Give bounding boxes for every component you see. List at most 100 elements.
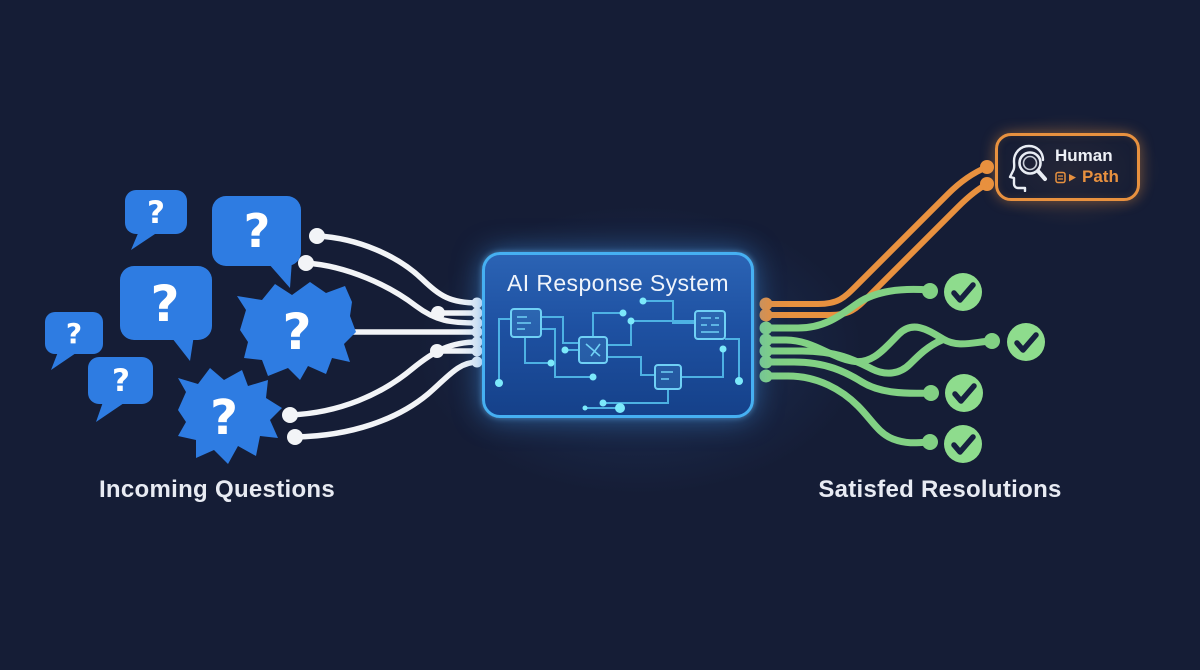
resolved-line-2	[762, 323, 995, 366]
checkmark-badges	[944, 273, 1045, 463]
ai-box-title: AI Response System	[507, 270, 729, 296]
circuit-trace	[541, 328, 593, 378]
connector-dot	[471, 345, 483, 357]
incoming-line-5	[287, 339, 481, 418]
circuit-trace	[607, 356, 655, 376]
bubble-body	[45, 312, 103, 354]
bubble-body	[212, 196, 301, 266]
circuit-trace	[592, 312, 623, 337]
connector-dot	[980, 160, 994, 174]
bubble-tail	[268, 260, 292, 288]
connector-dot	[759, 344, 773, 358]
circuit-board-graphic	[495, 297, 743, 413]
bubble-tail	[172, 335, 194, 361]
circuit-trace	[541, 316, 579, 344]
question-bubble-5: ?	[45, 312, 103, 370]
check-circle	[1007, 323, 1045, 361]
connector-dot	[759, 321, 773, 335]
connector-dot	[431, 306, 445, 320]
glyph-triangle	[1069, 173, 1076, 182]
connector-dot	[759, 308, 773, 322]
bubble-tail	[51, 352, 76, 370]
incoming-questions-label: Incoming Questions	[98, 476, 336, 503]
connector-dot	[287, 429, 303, 445]
bubble-body	[120, 266, 212, 340]
connector-dot	[922, 434, 938, 450]
circuit-trace	[643, 300, 695, 324]
connector-dot	[471, 297, 483, 309]
check-badge-2	[1007, 323, 1045, 361]
head-outline	[1008, 144, 1045, 192]
satisfied-resolutions-label: Satisfed Resolutions	[818, 476, 1062, 503]
circuit-traces	[498, 300, 740, 409]
circuit-node	[639, 297, 647, 305]
bubble-body	[178, 368, 282, 464]
check-badge-4	[944, 425, 982, 463]
human-label-line2-text: Path	[1082, 167, 1119, 186]
connector-dot	[471, 326, 483, 338]
check-circle	[945, 374, 983, 412]
check-circle	[944, 425, 982, 463]
question-bubbles: ? ? ? ? ?	[45, 190, 356, 464]
escalation-line-dots	[759, 160, 994, 322]
incoming-line-7	[292, 359, 481, 440]
connector-dot	[309, 228, 325, 244]
human-path-box: Human Path	[995, 133, 1140, 201]
chip-icon	[654, 364, 682, 390]
circuit-node	[719, 345, 727, 353]
question-bubble-4-jagged: ?	[237, 282, 356, 380]
resolved-lines	[762, 285, 995, 447]
resolved-line-5	[762, 372, 933, 447]
connector-dot	[298, 255, 314, 271]
circuit-node	[495, 379, 503, 387]
question-bubble-3: ?	[120, 266, 212, 361]
checkmark-icon	[1014, 332, 1039, 353]
question-bubble-6: ?	[88, 357, 153, 422]
connector-dot	[923, 385, 939, 401]
circuit-trace	[603, 389, 669, 404]
connector-dot	[922, 283, 938, 299]
human-path-label: Human Path	[1055, 146, 1119, 187]
incoming-line-1	[314, 233, 481, 306]
resolved-line-1	[762, 285, 933, 332]
question-mark: ?	[147, 195, 165, 231]
bubble-body	[125, 190, 187, 234]
connector-dot	[984, 333, 1000, 349]
resolved-line-4	[762, 358, 934, 397]
question-mark: ?	[282, 303, 311, 361]
human-head-icon	[1008, 144, 1047, 192]
chip-detail	[517, 316, 719, 380]
checkmark-icon	[951, 434, 976, 455]
circuit-node	[735, 377, 743, 385]
circuit-node	[561, 346, 569, 354]
chip-icon	[694, 310, 726, 340]
glyph-box	[1055, 171, 1066, 184]
circuit-node	[599, 399, 607, 407]
circuit-trace	[681, 349, 724, 378]
connector-dot	[430, 344, 444, 358]
circuit-node	[627, 317, 635, 325]
question-mark: ?	[150, 275, 179, 333]
connector-dot	[282, 407, 298, 423]
checkmark-icon	[952, 383, 977, 404]
circuit-nodes	[495, 297, 743, 413]
glyph-lines	[1058, 175, 1063, 180]
connector-dot	[759, 355, 773, 369]
circuit-node	[619, 309, 627, 317]
connector-dot	[980, 177, 994, 191]
question-mark: ?	[244, 204, 271, 258]
circuit-node	[615, 403, 625, 413]
connector-dot	[471, 356, 483, 368]
connector-dot	[471, 317, 483, 329]
incoming-line-dots	[282, 228, 483, 445]
resolved-line-3	[762, 336, 946, 377]
bubble-body	[237, 282, 356, 380]
connector-dot	[471, 307, 483, 319]
question-mark: ?	[210, 390, 238, 446]
magnifier-lens-inner	[1022, 155, 1038, 171]
circuit-node	[582, 405, 588, 411]
connector-dot	[759, 333, 773, 347]
circuit-node	[589, 373, 597, 381]
resolved-line-dots	[759, 283, 1000, 450]
circuit-chips	[510, 308, 726, 390]
